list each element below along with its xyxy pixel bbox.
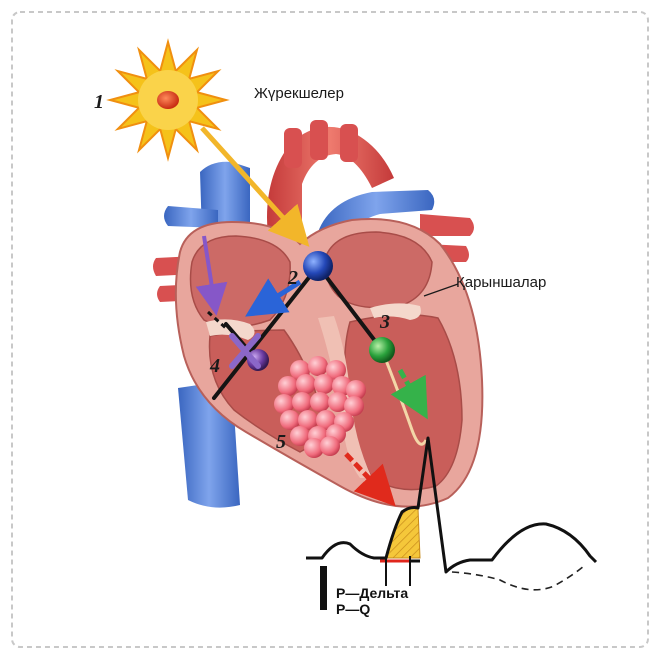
label-atria: Жүрекшелер [254, 85, 344, 102]
sun-icon [110, 42, 226, 158]
number-1: 1 [94, 91, 104, 113]
label-ventricles: Қарыншалар [456, 274, 546, 291]
delta-wave-fill [386, 508, 420, 559]
cluster-cell [278, 376, 298, 396]
cluster-cell [308, 356, 328, 376]
node-green [369, 337, 395, 363]
cluster-cell [296, 374, 316, 394]
number-2: 2 [287, 267, 298, 289]
cluster-cell [314, 374, 334, 394]
number-3: 3 [379, 311, 390, 333]
number-5: 5 [276, 431, 286, 453]
ecg-dashed-continuation [452, 566, 584, 590]
aorta-branch-3 [340, 124, 358, 162]
label-p-q: P—Q [336, 601, 370, 617]
cluster-cell [320, 436, 340, 456]
sun-core [157, 91, 179, 109]
number-4: 4 [209, 355, 220, 377]
aorta-branch-1 [284, 128, 302, 168]
pulmonary-vein-right [420, 214, 474, 236]
calibration-bar [320, 566, 327, 610]
cluster-cell [310, 392, 330, 412]
cluster-cell [292, 392, 312, 412]
aorta-branch-2 [310, 120, 328, 160]
label-p-delta: P—Дельта [336, 585, 408, 601]
av-node-blue [303, 251, 333, 281]
